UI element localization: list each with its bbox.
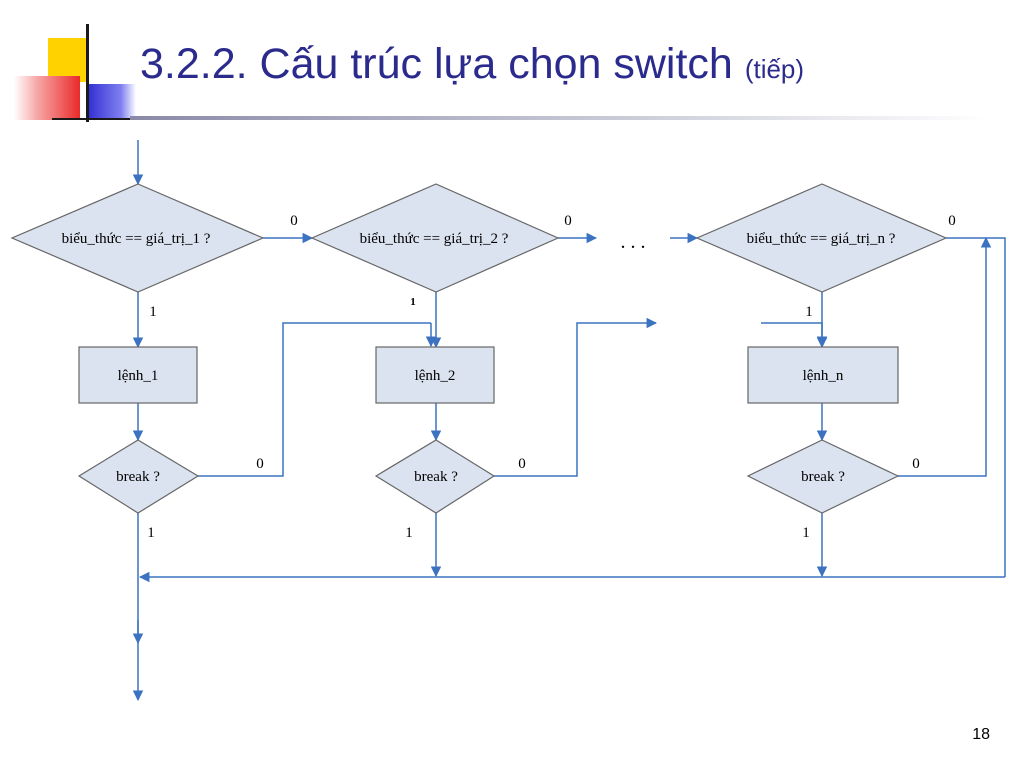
condn-true-label: 1: [805, 304, 813, 320]
condition-diamond-n: [695, 183, 948, 293]
break-label-n: break ?: [801, 469, 845, 485]
slide-title-main: 3.2.2. Cấu trúc lựa chọn switch: [140, 40, 733, 88]
ellipsis: . . .: [621, 231, 646, 253]
break-diamond-2: [374, 439, 496, 514]
slide-header: 3.2.2. Cấu trúc lựa chọn switch (tiếp): [0, 0, 1024, 130]
statement-box-2: [375, 346, 495, 404]
statement-label-1: lệnh_1: [118, 368, 159, 384]
logo-blue-square: [86, 84, 136, 120]
flow-labels: biểu_thức == giá_trị_1 ? biểu_thức == gi…: [62, 213, 956, 541]
breakn-false-line: [898, 236, 992, 477]
logo-vertical-line: [86, 24, 89, 122]
cond1-true-label: 1: [149, 304, 157, 320]
condition-label-2: biểu_thức == giá_trị_2 ?: [360, 231, 509, 247]
cond2-true-label: 1: [410, 296, 416, 308]
logo-red-square: [14, 76, 80, 120]
break2-false-fallthrough: [494, 317, 658, 477]
logo-yellow-square: [48, 38, 86, 82]
condn-false-line: [946, 237, 1006, 577]
title-underline: [130, 116, 990, 120]
condition-diamond-2: [310, 183, 560, 293]
page-number: 18: [972, 726, 990, 743]
statement-label-2: lệnh_2: [415, 368, 456, 384]
logo-mark: [0, 0, 150, 130]
condition-label-1: biểu_thức == giá_trị_1 ?: [62, 231, 211, 247]
slide-title: 3.2.2. Cấu trúc lựa chọn switch (tiếp): [140, 34, 804, 99]
slide-title-suffix: (tiếp): [744, 54, 805, 84]
condition-label-n: biểu_thức == giá_trị_n ?: [747, 231, 896, 247]
logo-horizontal-line: [52, 118, 132, 120]
statement-box-n: [747, 346, 899, 404]
break-diamond-1: [77, 439, 200, 514]
breakn-false-label: 0: [912, 456, 920, 472]
flow-lines: [132, 140, 1006, 702]
switch-flowchart: biểu_thức == giá_trị_1 ? biểu_thức == gi…: [10, 140, 1006, 702]
break1-true-label: 1: [147, 525, 155, 541]
break1-false-label: 0: [256, 456, 264, 472]
break-diamond-n: [746, 439, 900, 514]
break2-true-label: 1: [405, 525, 413, 541]
cond1-false-label: 0: [290, 213, 298, 229]
break2-false-label: 0: [518, 456, 526, 472]
flow-shapes: [10, 183, 948, 514]
condn-false-label: 0: [948, 213, 956, 229]
break1-false-fallthrough: [198, 322, 431, 477]
breakn-true-label: 1: [802, 525, 810, 541]
statement-label-n: lệnh_n: [803, 368, 844, 384]
break-label-1: break ?: [116, 469, 160, 485]
condition-diamond-1: [10, 183, 265, 293]
break-label-2: break ?: [414, 469, 458, 485]
cond2-false-label: 0: [564, 213, 572, 229]
fallthrough-into-stmtn: [761, 322, 828, 348]
statement-box-1: [78, 346, 198, 404]
